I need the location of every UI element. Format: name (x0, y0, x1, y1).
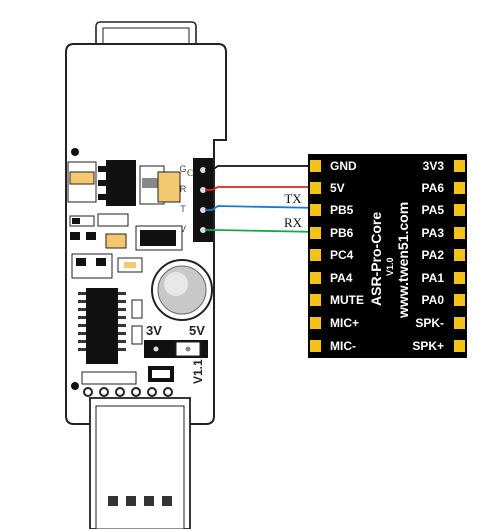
rx-label: RX (284, 215, 303, 230)
tx-wire (205, 205, 321, 211)
right-pin-labels: 3V3 PA6 PA5 PA3 PA2 PA1 PA0 SPK- SPK+ (412, 159, 444, 353)
pin-label-mic-plus: MIC+ (330, 316, 359, 330)
pin-label-pa0: PA0 (422, 293, 445, 307)
header-pin-label-t: T (180, 204, 186, 214)
pin-label-3v3: 3V3 (423, 159, 445, 173)
pin-header: G R T V (179, 158, 213, 242)
pin-label-5v: 5V (330, 181, 345, 195)
pad-right-4 (454, 227, 465, 239)
right-pad-column (454, 160, 465, 352)
header-pin-label-v: V (180, 224, 186, 234)
pin-label-gnd: GND (330, 159, 357, 173)
svg-text:C: C (187, 168, 193, 178)
pad-right-8 (454, 317, 465, 329)
pin-label-pb6: PB6 (330, 226, 354, 240)
left-pin-labels: GND 5V PB5 PB6 PC4 PA4 MUTE MIC+ MIC- (330, 159, 364, 353)
module-website: www.twen51.com (395, 202, 411, 319)
pin-label-mute: MUTE (330, 293, 364, 307)
module-board (308, 154, 467, 358)
pin-label-pa2: PA2 (422, 248, 445, 262)
header-pin-label-r: R (180, 184, 187, 194)
pad-left-1 (310, 160, 321, 172)
board-version: V1.1 (191, 359, 205, 384)
pad-right-5 (454, 249, 465, 261)
usb-male-plug (89, 397, 191, 529)
pad-right-7 (454, 294, 465, 306)
pin-label-mic-minus: MIC- (330, 339, 356, 353)
jumper-label-3v: 3V (146, 323, 162, 338)
voltage-jumper: 3V 5V V1.1 (144, 323, 208, 384)
jumper-label-5v: 5V (189, 323, 205, 338)
header-pin-label-g: G (179, 164, 186, 174)
pin-label-pa5: PA5 (422, 203, 445, 217)
pin-label-pa6: PA6 (422, 181, 445, 195)
pad-right-2 (454, 182, 465, 194)
asr-pro-core-module: GND 5V PB5 PB6 PC4 PA4 MUTE MIC+ MIC- 3V… (308, 154, 467, 358)
pad-right-3 (454, 204, 465, 216)
usb-uart-chip (78, 288, 143, 364)
pad-right-6 (454, 272, 465, 284)
passive-components (69, 213, 183, 279)
pad-left-8 (310, 317, 321, 329)
pad-left-6 (310, 272, 321, 284)
pin-label-pa1: PA1 (422, 271, 445, 285)
left-pad-column (310, 160, 321, 352)
pad-left-3 (310, 204, 321, 216)
pad-right-9 (454, 340, 465, 352)
pin-label-spk-plus: SPK+ (412, 339, 444, 353)
pad-left-9 (310, 340, 321, 352)
pin-label-spk-minus: SPK- (415, 316, 444, 330)
module-version: V1.0 (385, 257, 395, 276)
pad-left-7 (310, 294, 321, 306)
pad-left-5 (310, 249, 321, 261)
gnd-wire (205, 165, 320, 171)
vcc-wire (205, 186, 320, 191)
pin-label-pb5: PB5 (330, 203, 354, 217)
rx-wire (205, 229, 321, 233)
pin-label-pc4: PC4 (330, 248, 354, 262)
connection-wires: TX RX (205, 165, 321, 233)
buzzer (151, 259, 213, 321)
pad-left-4 (310, 227, 321, 239)
module-name: ASR-Pro-Core (368, 212, 384, 306)
usb-serial-adapter: C G R T V (65, 21, 227, 529)
tx-label: TX (284, 191, 302, 206)
regulator-area: C (67, 160, 193, 206)
pad-right-1 (454, 160, 465, 172)
usb-plug-pads (81, 371, 173, 397)
pin-label-pa3: PA3 (422, 226, 445, 240)
pin-label-pa4: PA4 (330, 271, 353, 285)
pad-left-2 (310, 182, 321, 194)
